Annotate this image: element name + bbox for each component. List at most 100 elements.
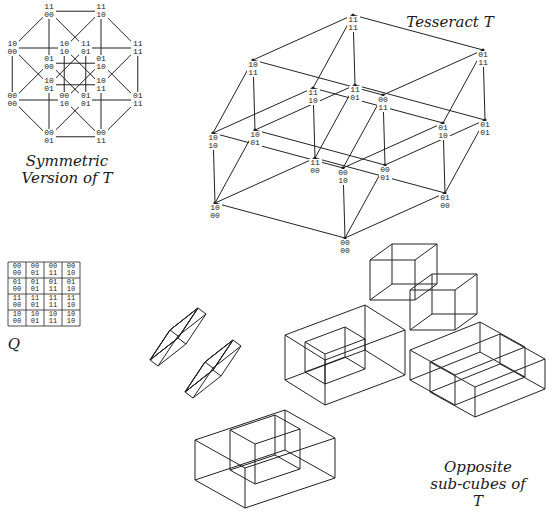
sub-cube-edge xyxy=(430,362,475,387)
sub-cube-edge xyxy=(437,244,438,284)
sub-cube-edge xyxy=(455,274,477,290)
vertex-label: 11 11 xyxy=(131,40,144,56)
vertex-label: 00 01 xyxy=(43,129,56,145)
sub-cube-edge xyxy=(255,444,256,484)
sub-cube-edge xyxy=(415,284,437,300)
vertex-label: 00 11 xyxy=(377,96,390,112)
sub-cube-edge xyxy=(158,336,178,366)
sub-cube-edge xyxy=(410,350,411,380)
sub-cube-edge xyxy=(305,342,325,354)
sub-cube-edge xyxy=(255,469,300,484)
tesseract-edge xyxy=(86,100,138,101)
sub-cube-edge xyxy=(300,429,301,469)
sub-cube-edge xyxy=(410,290,455,291)
sub-cube-edge xyxy=(150,360,158,366)
sub-cube-edge xyxy=(195,440,245,468)
vertex-label: 11 01 xyxy=(30,295,40,309)
vertex-label: 11 10 xyxy=(95,3,108,19)
vertex-label: 01 11 xyxy=(48,279,58,293)
vertex-label: 00 00 xyxy=(6,92,19,108)
sub-cube-edge xyxy=(150,330,170,360)
sub-cube-edge xyxy=(221,346,241,376)
sub-cube-edge xyxy=(285,335,286,380)
vertex-label: 10 10 xyxy=(58,40,71,56)
tesseract-edge xyxy=(343,123,443,168)
vertex-label: 10 00 xyxy=(209,204,222,220)
vertex-label: 11 00 xyxy=(12,295,22,309)
sub-cube-edge xyxy=(150,330,170,360)
sub-cube-edge xyxy=(213,370,221,376)
caption-text: Q xyxy=(8,336,20,353)
sub-cube-edge xyxy=(230,470,255,484)
tesseract-edge xyxy=(383,50,483,95)
tesseract-edge xyxy=(49,11,101,12)
vertex-label: 00 01 xyxy=(379,166,392,182)
vertex-label: 01 01 xyxy=(30,279,40,293)
sub-cube-edge xyxy=(335,438,336,478)
sub-cube-edge xyxy=(178,338,186,344)
vertex-label: 00 00 xyxy=(12,263,22,277)
vertex-label: 01 00 xyxy=(12,279,22,293)
sub-cube-edge xyxy=(480,322,525,347)
sub-cube-edge xyxy=(275,415,276,455)
sub-cube-edge xyxy=(325,369,365,384)
sub-cube-edge xyxy=(430,392,475,417)
sub-cube-edge xyxy=(158,344,186,366)
sub-cube-edge xyxy=(230,415,275,430)
sub-cube-edge xyxy=(185,392,193,398)
sub-cube-edge xyxy=(500,334,545,359)
sub-cube-edge xyxy=(500,334,501,364)
sub-cube-edge xyxy=(430,334,500,362)
sub-cube-edge xyxy=(410,350,455,375)
vertex-label: 10 10 xyxy=(66,311,76,325)
vertex-label: 11 01 xyxy=(349,86,362,102)
sub-cube-edge xyxy=(150,330,170,360)
sub-cube-edge xyxy=(198,308,206,314)
sub-cube-edge xyxy=(186,314,206,344)
sub-cube-edge xyxy=(275,455,300,469)
vertex-label: 01 00 xyxy=(439,194,452,210)
sub-cube-edge xyxy=(185,362,205,392)
sub-cube-edge xyxy=(233,340,241,346)
sub-cube-edge xyxy=(455,375,456,405)
vertex-label: 11 11 xyxy=(48,295,58,309)
vertex-label: 11 01 xyxy=(79,40,92,56)
grid-line xyxy=(8,326,80,327)
caption-text: Symmetric Version of T xyxy=(17,153,117,187)
sub-cube-edge xyxy=(545,359,546,389)
sub-cube-edge xyxy=(305,342,306,372)
sub-cube-edge xyxy=(178,308,198,338)
caption-text: Opposite sub-cubes of T xyxy=(428,459,528,510)
sub-cube-edge xyxy=(365,350,405,375)
sub-cube-edge xyxy=(410,290,411,330)
sub-cube-edge xyxy=(195,480,245,508)
grid-line xyxy=(62,262,63,326)
sub-cube-edge xyxy=(213,340,233,370)
sub-cube-edge xyxy=(275,415,300,429)
sub-cube-edge xyxy=(392,244,437,245)
sub-cube-edge xyxy=(345,327,365,339)
sub-cube-edge xyxy=(432,274,433,314)
tesseract-edge xyxy=(355,85,485,120)
tesseract-edge xyxy=(49,136,101,137)
tesseract-edge xyxy=(49,63,101,64)
sub-cube-edge xyxy=(370,284,392,300)
sub-cube-edge xyxy=(230,455,275,470)
sub-cube-edge xyxy=(475,389,545,417)
sub-cube-edge xyxy=(365,305,405,330)
sub-cube-edge xyxy=(525,347,526,377)
sub-cube-edge xyxy=(255,429,300,444)
sub-cube-edge xyxy=(205,340,233,362)
tesseract-edge xyxy=(253,15,353,60)
sub-cube-edge xyxy=(205,340,233,362)
vertex-label: 00 10 xyxy=(58,92,71,108)
sub-cube-edge xyxy=(193,368,213,398)
tesseract-edge xyxy=(213,88,313,133)
grid-line xyxy=(80,262,81,326)
sub-cube-edge xyxy=(230,430,231,470)
sub-cube-edge xyxy=(415,260,416,300)
vertex-label: 00 00 xyxy=(339,239,352,255)
vertex-label: 10 11 xyxy=(247,61,260,77)
